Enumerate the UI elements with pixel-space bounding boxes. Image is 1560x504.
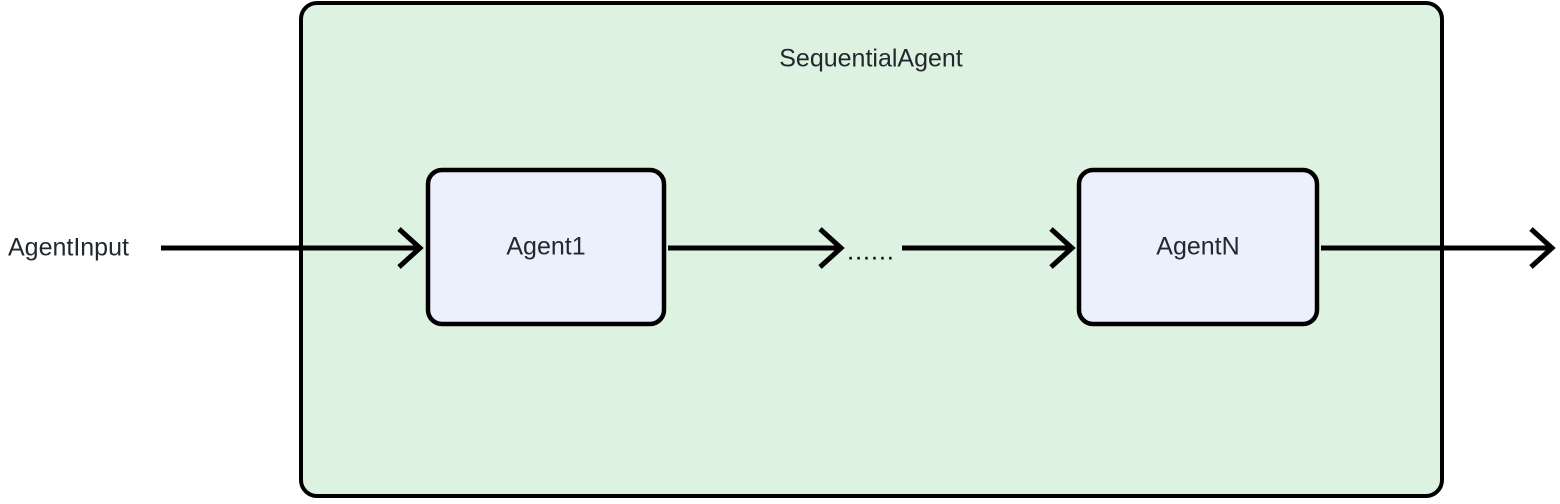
edge-agent1-to-ellipsis <box>668 227 845 269</box>
sequential-agent-title: SequentialAgent <box>779 45 963 73</box>
agentn-box <box>1076 167 1320 327</box>
edge-agentn-to-output <box>1321 227 1556 269</box>
agent1-box <box>425 167 667 327</box>
arrow-head-icon <box>818 227 845 269</box>
node-agent1: Agent1 <box>425 167 667 327</box>
arrow-head-icon <box>1049 227 1076 269</box>
arrow-head-icon <box>1529 227 1556 269</box>
agentn-label: AgentN <box>1156 233 1239 261</box>
node-agentn: AgentN <box>1076 167 1320 327</box>
ellipsis-label: ...... <box>847 238 895 266</box>
agent-input-label: AgentInput <box>8 234 129 262</box>
edge-input-to-agent1 <box>161 227 424 269</box>
agent1-label: Agent1 <box>506 233 585 261</box>
arrow-head-icon <box>397 227 424 269</box>
edge-ellipsis-to-agentN <box>902 227 1076 269</box>
